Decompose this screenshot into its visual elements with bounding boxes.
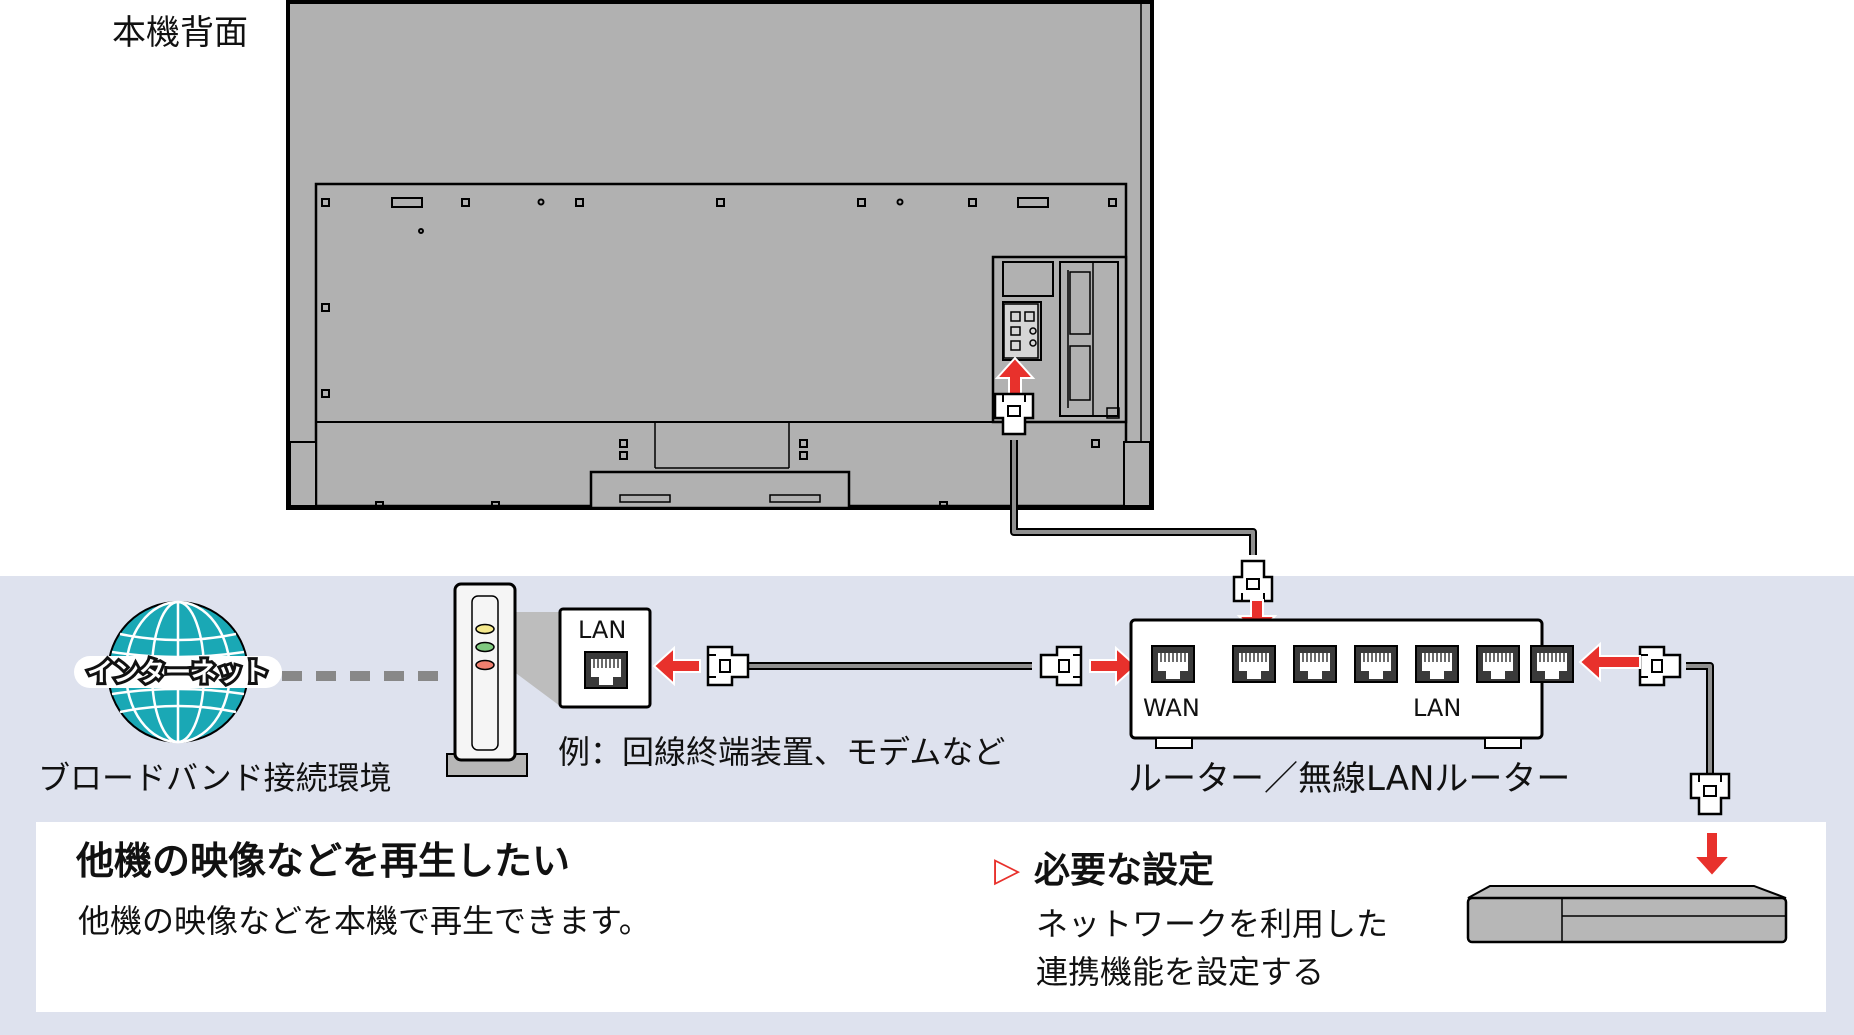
tv-router-cable bbox=[1010, 440, 1257, 555]
modem-lan-port-label: LAN bbox=[578, 616, 627, 644]
router-lan-label: LAN bbox=[1413, 694, 1462, 722]
lan-plug-recorder bbox=[1689, 772, 1731, 816]
arrow-to-modem-lan bbox=[652, 645, 701, 687]
modem-led-red bbox=[475, 659, 495, 671]
router-wan-label: WAN bbox=[1143, 694, 1200, 722]
router-device bbox=[1129, 618, 1544, 749]
tv-back-label: 本機背面 bbox=[112, 13, 248, 53]
modem-led-green bbox=[475, 641, 495, 653]
broadband-label: ブロードバンド接続環境 bbox=[38, 759, 392, 797]
router-lan-port-4 bbox=[1415, 645, 1459, 683]
arrow-to-router-lan-right bbox=[1578, 641, 1641, 683]
router-lan-port-1 bbox=[1232, 645, 1276, 683]
required-settings-line-1: ネットワークを利用した bbox=[1036, 905, 1389, 943]
feature-description: 他機の映像などを本機で再生できます。 bbox=[78, 902, 651, 940]
internet-globe-icon: インターネット bbox=[74, 600, 282, 744]
lan-plug-router-lan bbox=[1638, 645, 1682, 687]
required-settings-title[interactable]: 必要な設定 bbox=[1034, 850, 1215, 891]
arrow-to-router-lan-top bbox=[1236, 599, 1278, 638]
router-wan-port bbox=[1151, 645, 1195, 683]
router-lan-port-2 bbox=[1293, 645, 1337, 683]
router-lan-port-5 bbox=[1476, 645, 1520, 683]
required-settings-line-2: 連携機能を設定する bbox=[1036, 953, 1325, 991]
router-lan-port-3 bbox=[1354, 645, 1398, 683]
lan-plug-router-top bbox=[1232, 559, 1274, 603]
router-label: ルーター／無線LANルーター bbox=[1128, 759, 1571, 799]
feature-title: 他機の映像などを再生したい bbox=[76, 839, 571, 883]
modem-example-label: 例：回線終端装置、モデムなど bbox=[558, 733, 1006, 771]
router-lan-port-6 bbox=[1530, 645, 1574, 683]
modem-led-yellow bbox=[475, 623, 495, 635]
router-recorder-cable bbox=[1686, 662, 1714, 780]
recorder-device bbox=[1466, 885, 1788, 944]
modem-lan-port bbox=[584, 651, 628, 689]
lan-plug-router-wan bbox=[1039, 645, 1083, 687]
modem-device bbox=[446, 582, 560, 777]
lan-plug-modem bbox=[706, 645, 750, 687]
internet-label: インターネット bbox=[87, 658, 269, 688]
arrow-to-recorder bbox=[1691, 831, 1733, 878]
required-settings-marker-icon: ▷ bbox=[994, 850, 1021, 890]
arrow-to-router-wan bbox=[1089, 645, 1138, 687]
